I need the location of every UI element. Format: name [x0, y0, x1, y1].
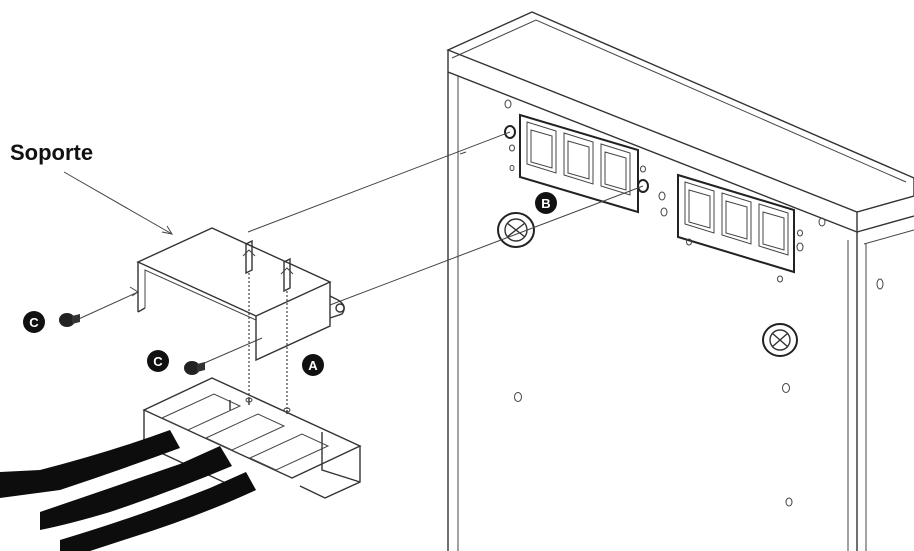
cabinet-side-top [856, 215, 914, 233]
screw-left [59, 313, 80, 327]
screw-path-left [71, 291, 139, 323]
cable-1 [0, 430, 180, 498]
label-arrow-head [161, 225, 174, 235]
label-soporte: Soporte [10, 140, 93, 165]
cabinet-side-inner [863, 229, 914, 245]
cabinet-top-inner-edge [451, 19, 907, 183]
screw-holes [504, 99, 884, 507]
bracket-right-face [255, 282, 331, 362]
port-block-1 [519, 113, 639, 214]
svg-text:B: B [541, 196, 550, 211]
bracket [136, 227, 345, 410]
svg-text:A: A [308, 358, 318, 373]
cables [0, 430, 256, 551]
bracket-slot-2 [283, 257, 291, 293]
callout-badge-b: B [535, 192, 557, 214]
port-block-2 [677, 173, 795, 274]
projection-line-lower [329, 185, 644, 306]
ground-bolt-2 [762, 323, 798, 357]
cabinet-top-lip [447, 50, 858, 234]
projection-lines [71, 131, 644, 369]
bracket-top-face [136, 227, 332, 317]
projection-line-upper [247, 131, 511, 233]
connector-block [142, 377, 362, 499]
cable-3 [60, 472, 256, 551]
cabinet [446, 11, 914, 551]
cable-2 [40, 446, 232, 530]
callout-badge-c-lower: C [147, 350, 169, 372]
bracket-slot-1 [245, 239, 253, 275]
callout-badge-a: A [302, 354, 324, 376]
label-arrow-line [63, 171, 173, 235]
callout-badge-c-left: C [23, 311, 45, 333]
bracket-tab [329, 295, 345, 319]
svg-text:C: C [153, 354, 163, 369]
cabinet-top-face [446, 11, 914, 213]
svg-text:C: C [29, 315, 39, 330]
screw-lower [184, 361, 205, 375]
